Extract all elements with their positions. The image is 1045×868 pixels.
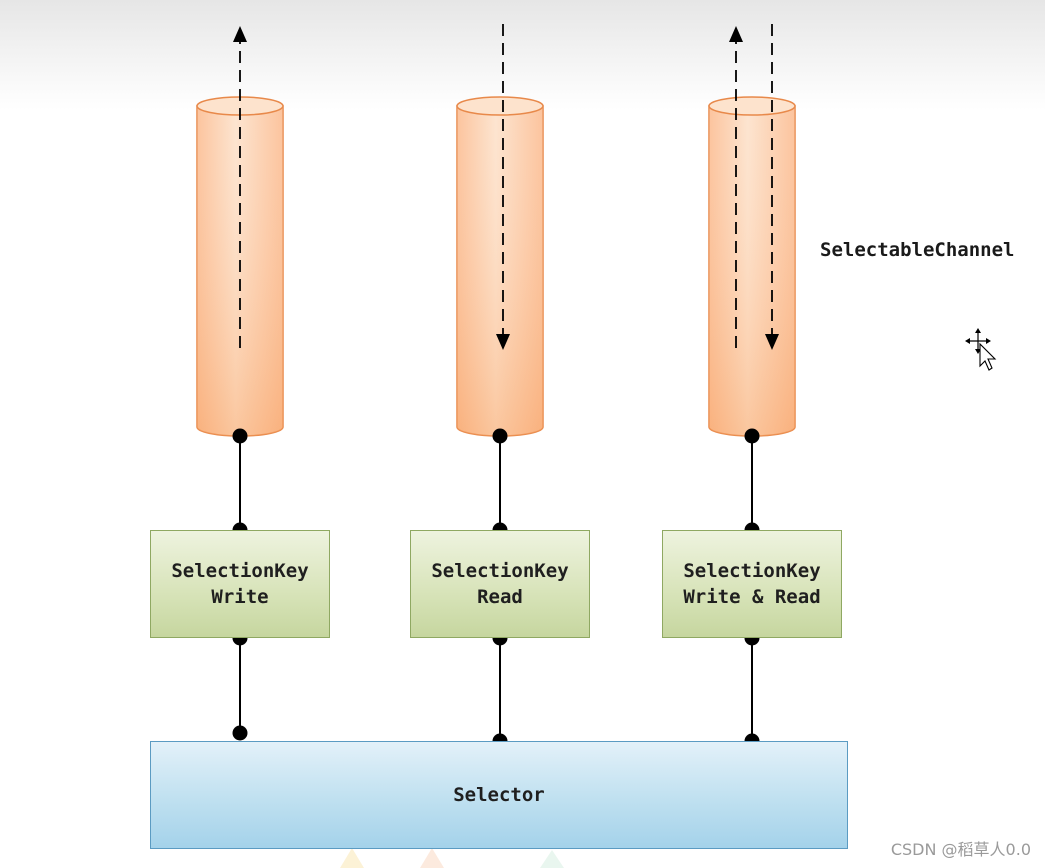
selector-label: Selector	[453, 784, 545, 806]
connector-channel-key-write-read	[744, 428, 760, 538]
connector-key-selector-read	[492, 630, 508, 749]
selection-key-write: SelectionKey Write	[150, 530, 330, 638]
faint-logo-strokes	[340, 848, 564, 868]
arrow-out-write-read	[729, 26, 743, 348]
selection-key-read: SelectionKey Read	[410, 530, 590, 638]
selection-key-write-mode: Write	[211, 586, 269, 608]
selector-box: Selector	[150, 741, 848, 849]
arrow-in-write-read	[765, 24, 779, 350]
move-cursor-icon	[965, 328, 997, 371]
arrow-out-write	[233, 26, 247, 348]
selection-key-write-read-mode: Write & Read	[683, 586, 821, 608]
selection-key-write-read: SelectionKey Write & Read	[662, 530, 842, 638]
channel-cylinder-write-read	[708, 96, 796, 437]
selection-key-read-title: SelectionKey	[431, 560, 569, 582]
connector-channel-key-write	[232, 428, 248, 538]
selection-key-read-mode: Read	[477, 586, 523, 608]
arrow-in-read	[496, 24, 510, 350]
connector-key-selector-write-read	[744, 630, 760, 749]
csdn-watermark: CSDN @稻草人0.0	[890, 840, 1031, 859]
connector-channel-key-read	[492, 428, 508, 538]
channel-cylinder-read	[456, 96, 544, 437]
selection-key-write-title: SelectionKey	[171, 560, 309, 582]
selectable-channel-label: SelectableChannel	[820, 239, 1015, 261]
top-shade	[0, 0, 1045, 110]
connector-key-selector-write	[232, 630, 248, 741]
selection-key-write-read-title: SelectionKey	[683, 560, 821, 582]
